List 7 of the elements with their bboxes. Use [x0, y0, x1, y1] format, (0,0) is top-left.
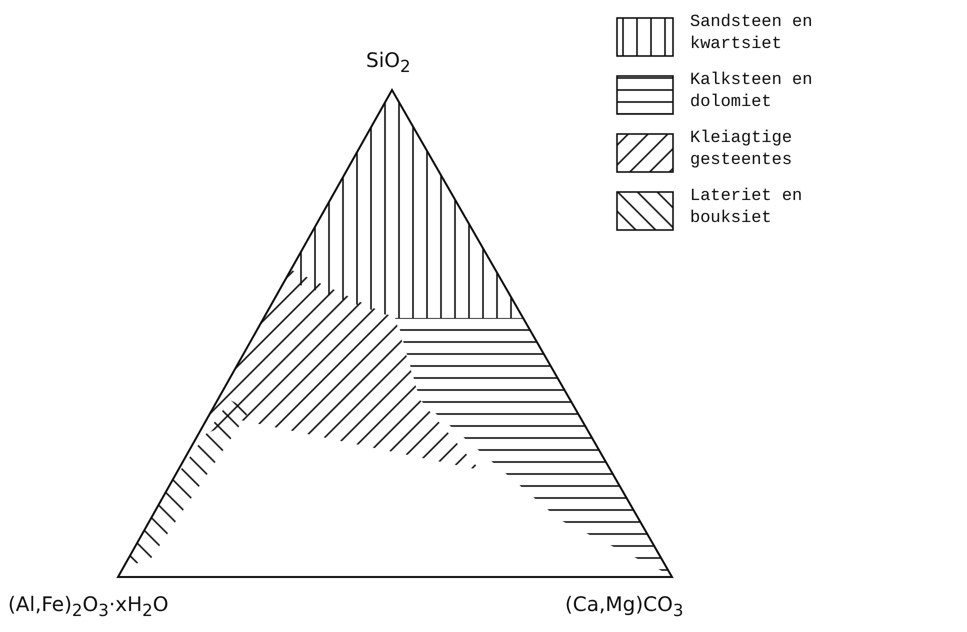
legend-label: Kalksteen en dolomiet — [690, 70, 814, 114]
vertex-label: (Al,Fe)$_{2}$O$_{3}$·xH$_{2}$O — [8, 592, 168, 620]
legend-label: Lateriet en bouksiet — [690, 186, 804, 230]
legend-label: Kleiagtige gesteentes — [690, 128, 794, 172]
legend-label: Sandsteen en kwartsiet — [690, 12, 814, 56]
vertex-label: (Ca,Mg)CO$_{3}$ — [565, 592, 684, 620]
vertex-label: SiO$_{2}$ — [366, 48, 411, 76]
